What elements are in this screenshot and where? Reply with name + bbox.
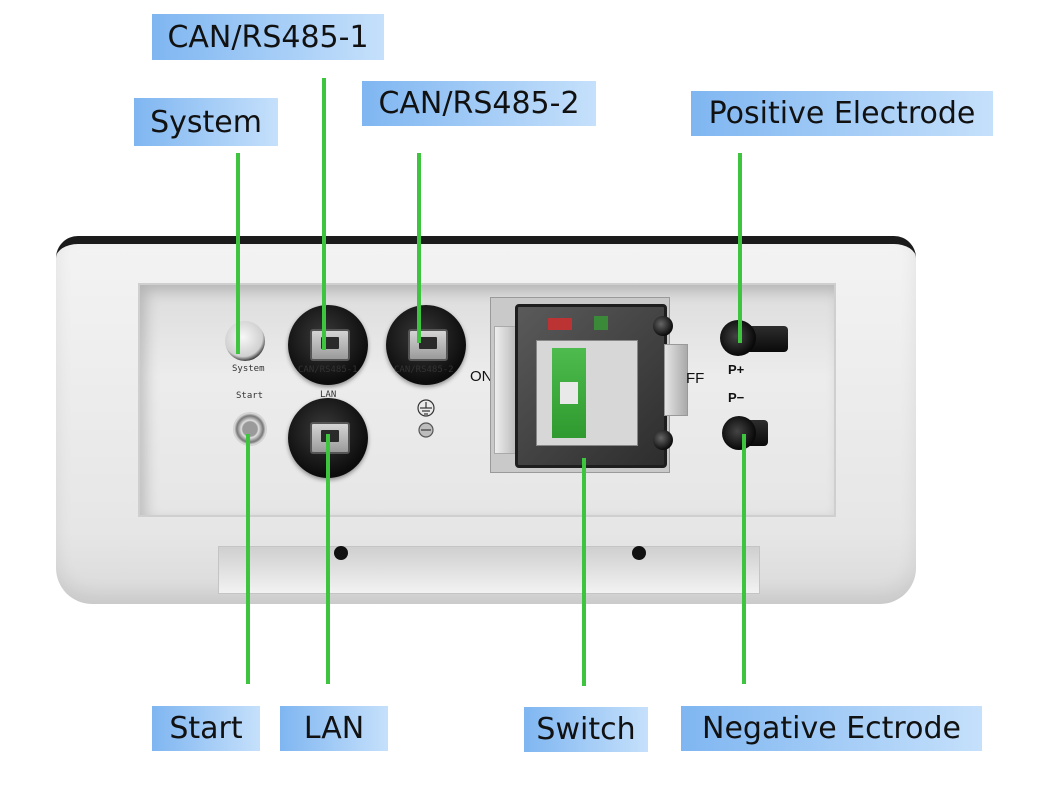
handle-screw-hole (632, 546, 646, 560)
callout-system: System (134, 98, 278, 146)
connector-panel (138, 283, 836, 517)
rj45-port-icon (310, 422, 350, 454)
panel-label-p-minus: P− (728, 390, 745, 405)
callout-switch: Switch (524, 707, 648, 752)
panel-label-system: System (232, 364, 265, 374)
leader-start (246, 434, 250, 684)
breaker-lever[interactable] (560, 382, 578, 404)
leader-lan (326, 434, 330, 684)
breaker-indicator (548, 318, 572, 330)
panel-label-lan: LAN (320, 390, 337, 400)
can-rs485-1-port[interactable] (288, 305, 368, 385)
rj45-port-icon (408, 329, 448, 361)
breaker-indicator (594, 316, 608, 330)
breaker-latch (664, 344, 688, 416)
negative-connector[interactable] (722, 416, 756, 450)
callout-can-rs485-1: CAN/RS485-1 (152, 14, 384, 60)
rj45-port-icon (310, 329, 350, 361)
system-button[interactable] (225, 321, 265, 361)
callout-can-rs485-2: CAN/RS485-2 (362, 81, 596, 126)
callout-lan: LAN (280, 706, 388, 751)
callout-negative-electrode: Negative Ectrode (681, 706, 982, 751)
leader-can-rs485-2 (417, 153, 421, 343)
carry-handle (218, 546, 760, 594)
panel-label-on: ON (470, 368, 493, 385)
leader-system (236, 153, 240, 354)
leader-can-rs485-1 (322, 78, 326, 350)
panel-label-can1: CAN/RS485-1 (298, 365, 358, 375)
ground-icon (417, 399, 435, 438)
breaker-latch (494, 326, 516, 454)
panel-label-start: Start (236, 391, 264, 401)
bolt-icon (653, 430, 673, 450)
leader-switch (582, 458, 586, 686)
handle-screw-hole (334, 546, 348, 560)
can-rs485-2-port[interactable] (386, 305, 466, 385)
panel-label-off: FF (686, 370, 705, 387)
panel-label-can2: CAN/RS485-2 (394, 365, 454, 375)
bolt-icon (653, 316, 673, 336)
panel-label-p-plus: P+ (728, 362, 745, 377)
start-button[interactable] (233, 412, 267, 446)
callout-positive-electrode: Positive Electrode (691, 91, 993, 136)
leader-positive (738, 153, 742, 343)
leader-negative (742, 434, 746, 684)
callout-start: Start (152, 706, 260, 751)
